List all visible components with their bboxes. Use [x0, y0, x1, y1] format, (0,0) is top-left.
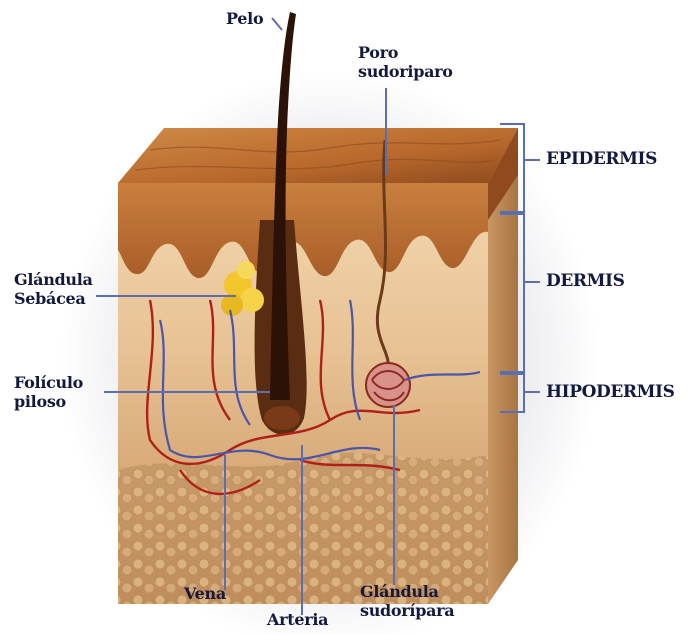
label-sebaceous-gland-line1: Glándula [14, 270, 93, 289]
label-sweat-gland-line2: sudorípara [360, 601, 454, 620]
label-sweat-gland-line1: Glándula [360, 582, 439, 601]
label-sweat-pore-line1: Poro [358, 43, 398, 62]
label-vein: Vena [184, 584, 226, 603]
label-dermis: DERMIS [546, 272, 624, 291]
label-artery: Arteria [267, 610, 328, 629]
label-sweat-pore-line2: sudoriparo [358, 62, 453, 81]
label-epidermis: EPIDERMIS [546, 150, 657, 169]
pointer-hair [272, 18, 282, 30]
label-hair: Pelo [226, 9, 263, 28]
label-hair-follicle-line2: piloso [14, 392, 66, 411]
label-sebaceous-gland-line2: Sebácea [14, 289, 85, 308]
skin-surface [118, 128, 518, 183]
sweat-gland-coil [366, 363, 410, 407]
label-hypodermis: HIPODERMIS [546, 383, 674, 402]
label-hair-follicle-line1: Folículo [14, 373, 83, 392]
